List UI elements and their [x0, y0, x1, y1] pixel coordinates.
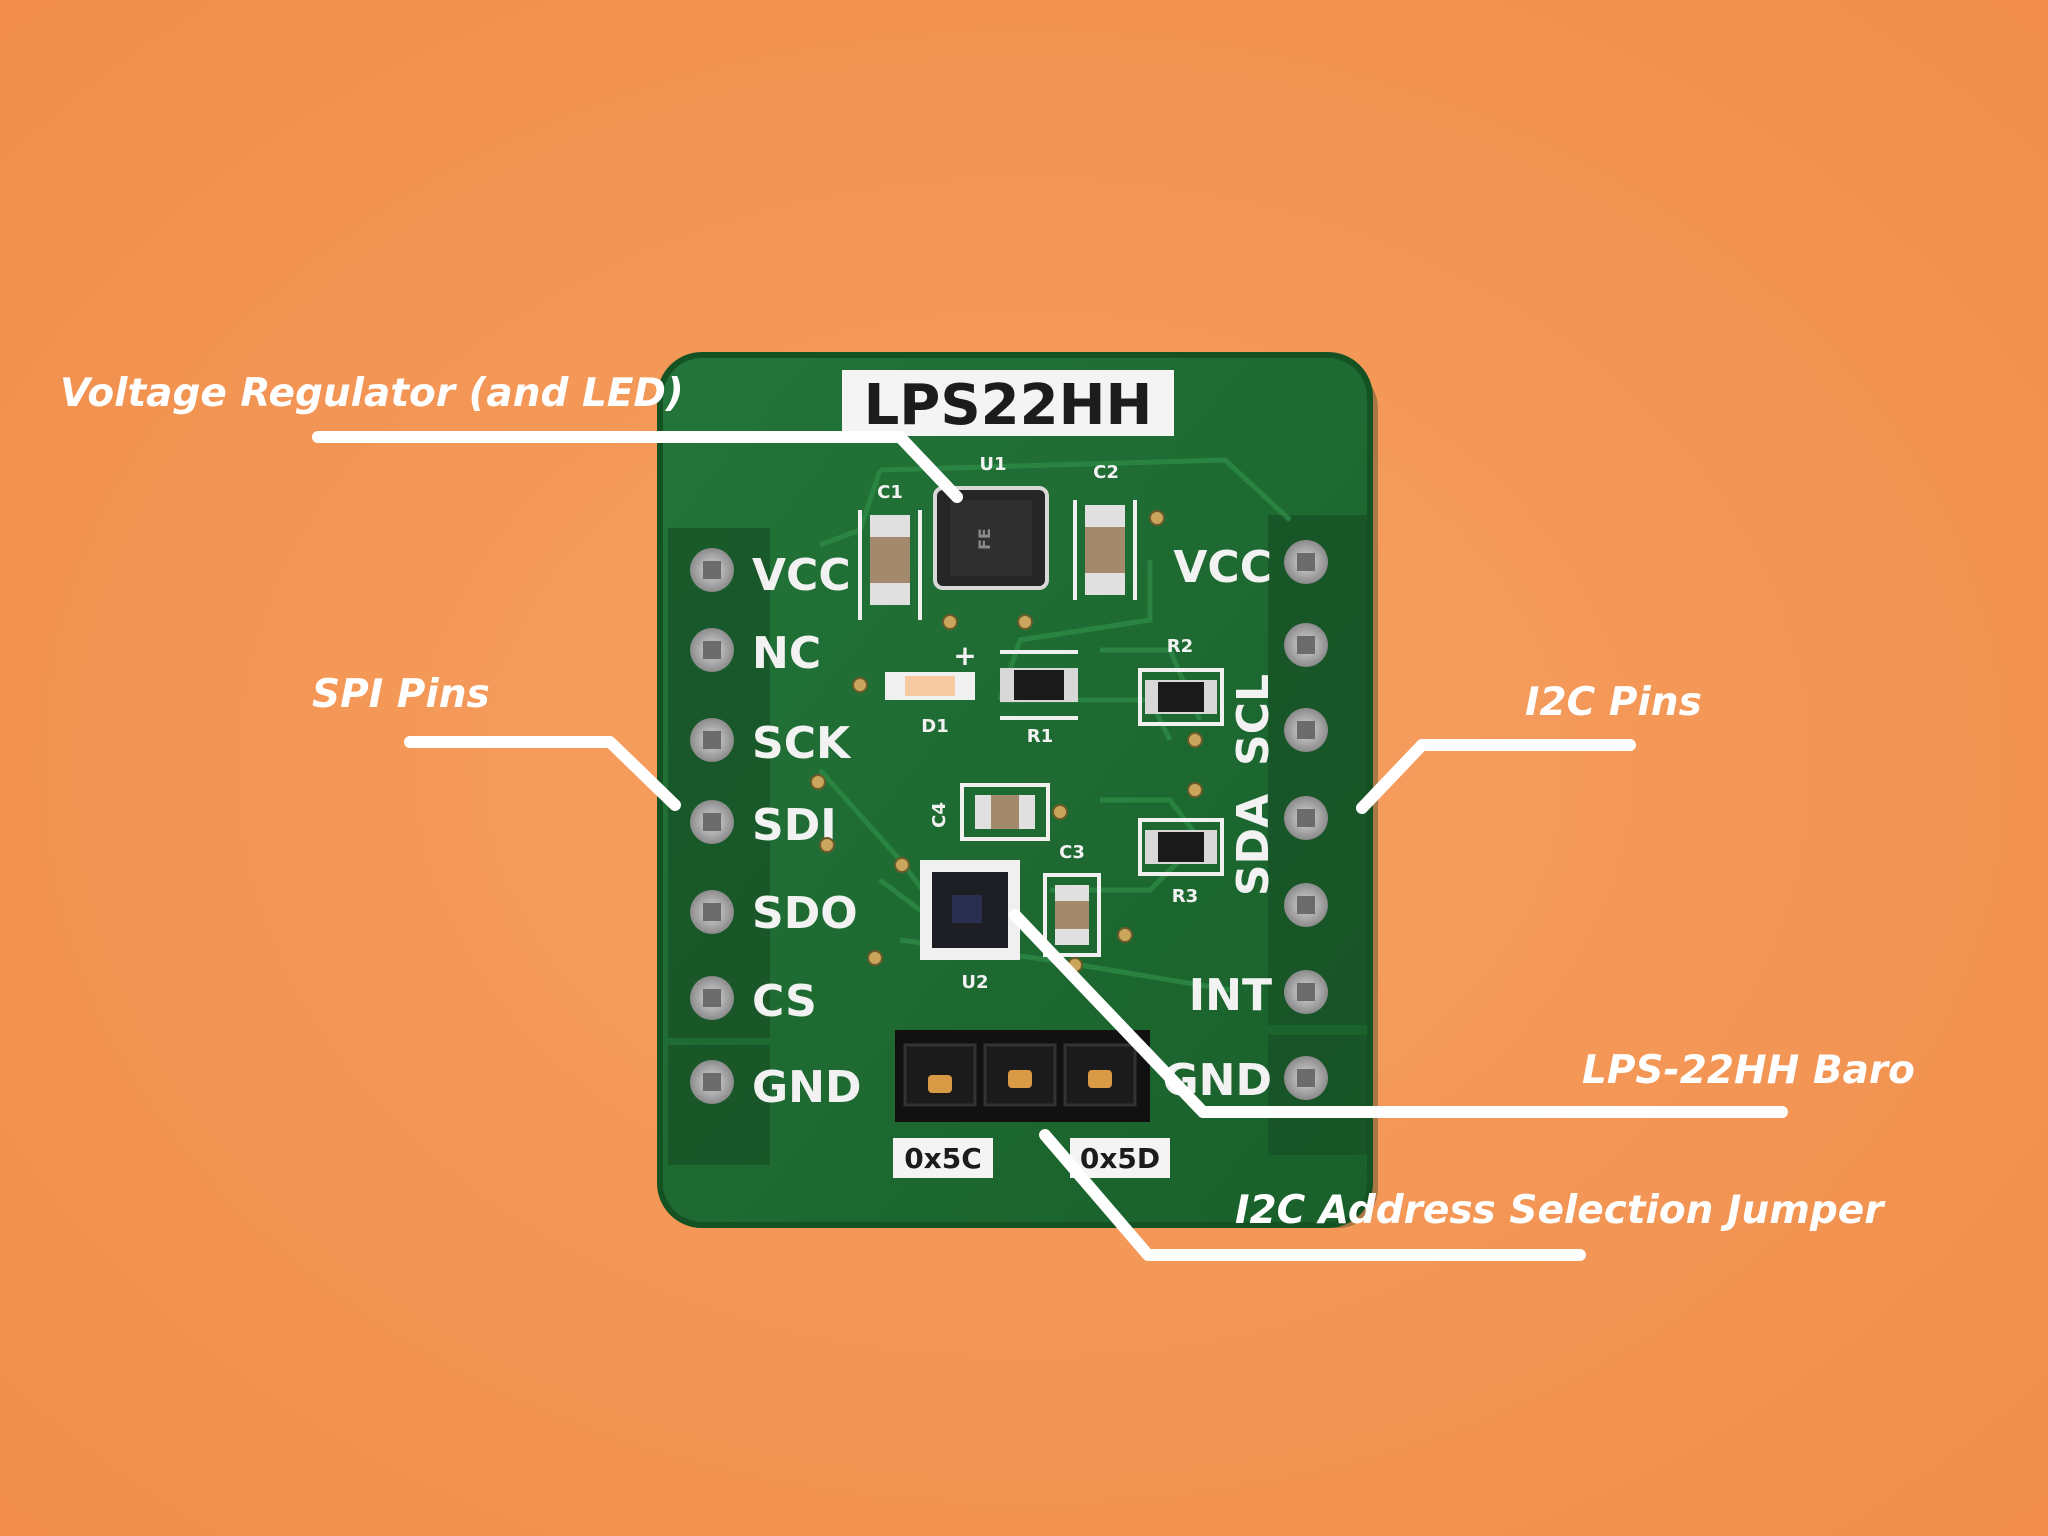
pin-label-cs: CS	[752, 976, 817, 1027]
svg-text:FE: FE	[975, 528, 994, 550]
vias	[810, 510, 1203, 973]
right-header-block	[1268, 515, 1368, 1025]
pin-label-nc: NC	[752, 628, 821, 679]
pin-label-gnd-left: GND	[752, 1062, 861, 1113]
jumper-label-0x5d: 0x5D	[1080, 1142, 1160, 1175]
pin-label-sck: SCK	[752, 718, 852, 769]
label-r1: R1	[1027, 726, 1053, 747]
left-header-block	[668, 528, 770, 1038]
right-pin-labels: VCC SCL SDA INT GND	[1163, 542, 1279, 1106]
callout-lines	[312, 431, 1788, 1261]
label-r3: R3	[1172, 886, 1198, 907]
left-pin-pads	[690, 548, 734, 1104]
voltage-regulator-chip: FE	[933, 486, 1049, 590]
label-u2: U2	[961, 972, 988, 993]
led-d1	[885, 672, 975, 700]
callout-line-spi-pins	[404, 736, 681, 811]
callout-line-i2c-pins	[1356, 739, 1636, 814]
pin-label-int: INT	[1189, 970, 1272, 1021]
capacitor-c1	[858, 510, 922, 620]
label-c4: C4	[929, 802, 950, 828]
callout-line-jumper	[1039, 1129, 1586, 1261]
pin-label-sdo: SDO	[752, 888, 858, 939]
pin-label-vcc-right: VCC	[1173, 542, 1272, 593]
jumper-right-label-box	[1070, 1138, 1170, 1178]
pin-label-sda: SDA	[1228, 794, 1279, 896]
label-r2: R2	[1167, 636, 1193, 657]
label-c2: C2	[1093, 462, 1119, 483]
jumper-left-label-box	[893, 1138, 993, 1178]
capacitor-c2	[1073, 500, 1137, 600]
resistor-r3	[1138, 818, 1224, 876]
resistor-r2	[1138, 668, 1224, 726]
callout-voltage-regulator: Voltage Regulator (and LED)	[60, 371, 684, 416]
callout-line-voltage-regulator	[312, 431, 963, 503]
address-jumper	[895, 1030, 1150, 1122]
right-pin-pads	[1284, 540, 1328, 1100]
label-c1: C1	[877, 482, 903, 503]
capacitor-c3	[1043, 873, 1101, 957]
resistor-r1	[1000, 650, 1078, 720]
callout-jumper: I2C Address Selection Jumper	[1235, 1188, 1886, 1233]
pin-label-scl: SCL	[1228, 674, 1279, 766]
jumper-label-0x5c: 0x5C	[904, 1142, 982, 1175]
callout-i2c-pins: I2C Pins	[1525, 680, 1702, 725]
label-plus: +	[953, 639, 976, 672]
board-title-box	[842, 370, 1174, 436]
label-c3: C3	[1059, 842, 1085, 863]
callout-line-baro	[1009, 909, 1788, 1118]
pin-label-vcc-left: VCC	[752, 550, 851, 601]
board-title: LPS22HH	[864, 373, 1153, 438]
baro-sensor-chip	[920, 860, 1020, 960]
label-u1: U1	[979, 454, 1006, 475]
left-pin-labels: VCC NC SCK SDI SDO CS GND	[752, 550, 861, 1113]
callout-spi-pins: SPI Pins	[312, 672, 490, 717]
capacitor-c4	[960, 783, 1050, 841]
callout-baro: LPS-22HH Baro	[1582, 1048, 1915, 1093]
label-d1: D1	[921, 716, 948, 737]
